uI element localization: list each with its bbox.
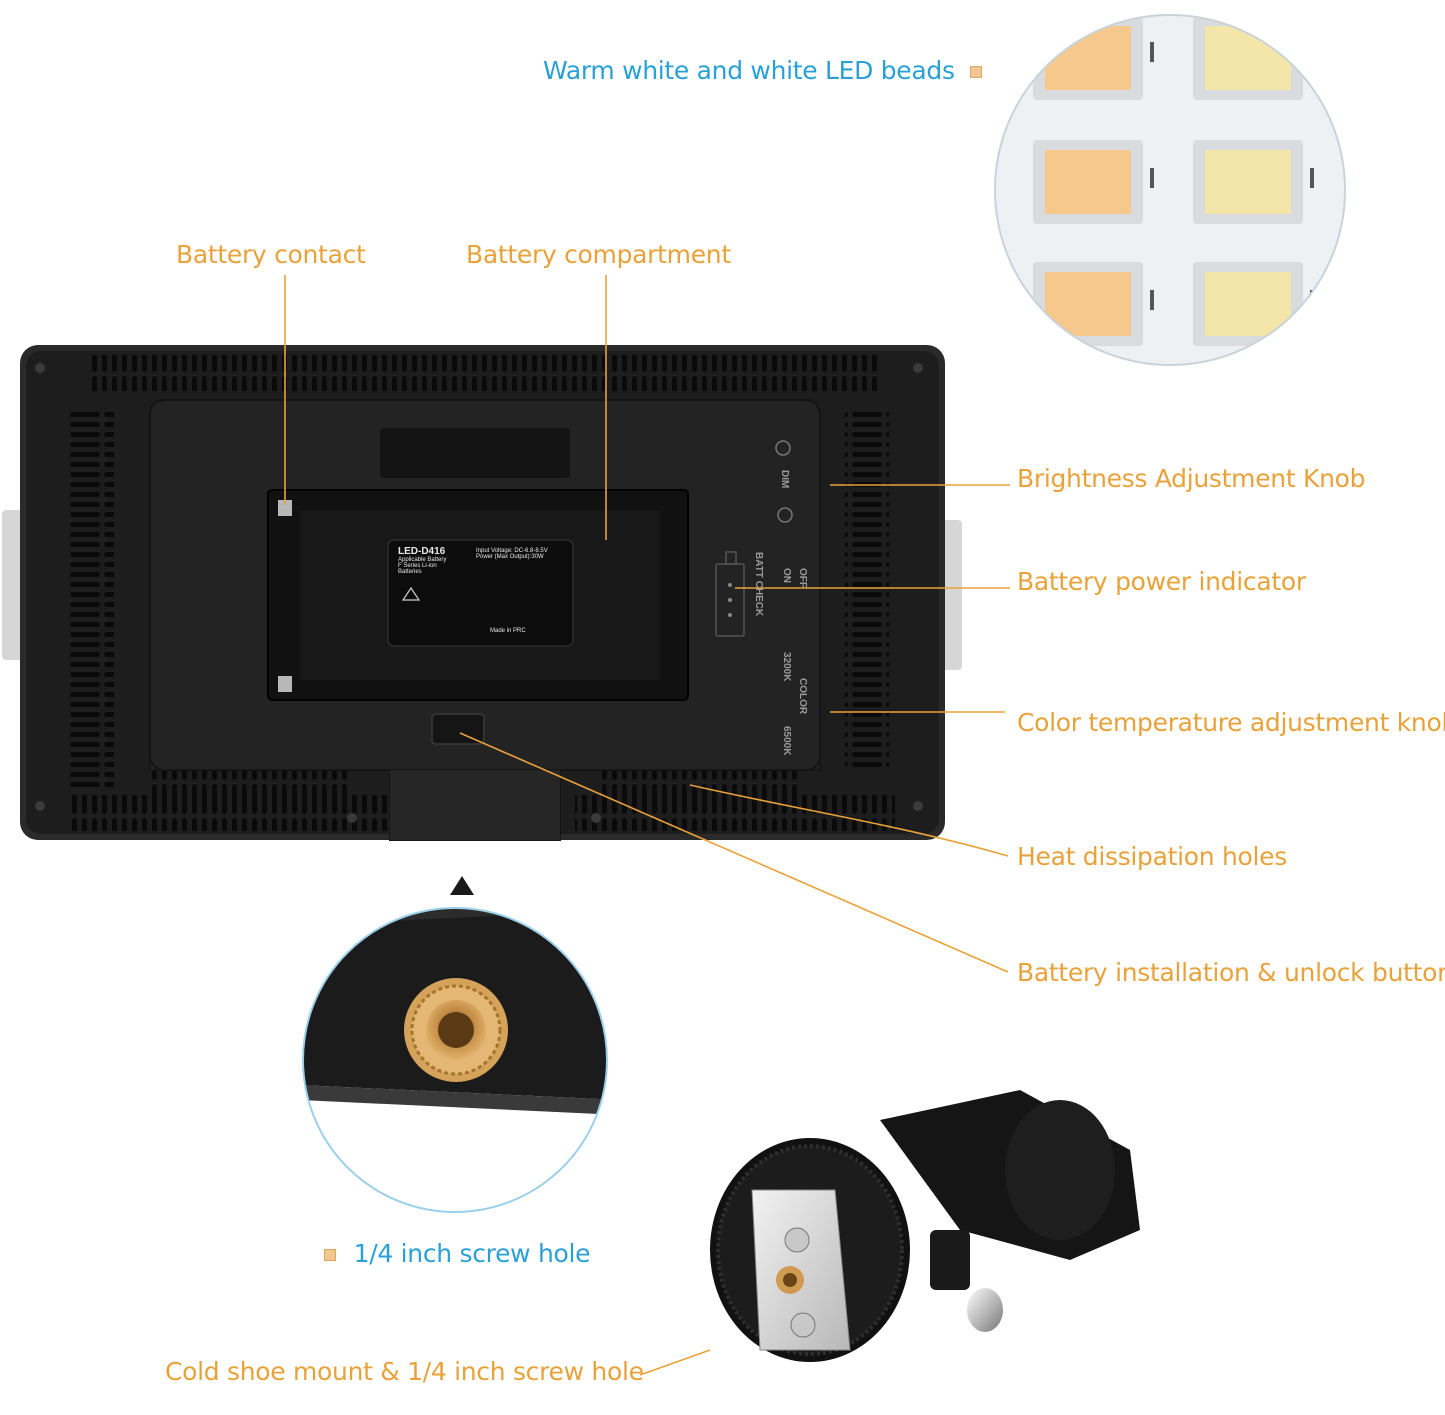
label-color-knob: Color temperature adjustment knob	[1017, 708, 1445, 737]
label-screw-hole-text: 1/4 inch screw hole	[353, 1239, 591, 1268]
sticker-made-in: Made in PRC	[490, 628, 526, 634]
label-led-beads-text: Warm white and white LED beads	[543, 56, 955, 85]
screw-hole-closeup	[302, 876, 608, 1213]
sticker-battery-line3: Batteries	[398, 569, 422, 575]
label-battery-compartment: Battery compartment	[466, 240, 731, 269]
label-cold-shoe: Cold shoe mount & 1/4 inch screw hole	[165, 1357, 644, 1386]
device-sticker: LED-D416 Applicable Battery F Series Li-…	[398, 546, 568, 634]
label-heat-holes: Heat dissipation holes	[1017, 842, 1287, 871]
panel-6500k: 6500K	[781, 726, 792, 756]
panel-3200k: 3200K	[781, 652, 792, 682]
panel-off: OFF	[797, 568, 808, 588]
cold-shoe-mount	[710, 1090, 1140, 1362]
panel-dim: DIM	[779, 470, 790, 489]
label-brightness-knob: Brightness Adjustment Knob	[1017, 464, 1366, 493]
sticker-power: Power (Max Output):30W	[476, 554, 544, 560]
sticker-model: LED-D416	[398, 546, 446, 557]
label-battery-indicator: Battery power indicator	[1017, 567, 1306, 596]
label-battery-contact: Battery contact	[176, 240, 366, 269]
leader-lines	[284, 275, 1010, 1376]
label-unlock-button: Battery installation & unlock button	[1017, 958, 1445, 987]
bullet-square-icon	[970, 66, 983, 78]
label-screw-hole: 1/4 inch screw hole	[324, 1239, 591, 1268]
led-beads-closeup	[994, 14, 1346, 366]
sticker-battery-line1: Applicable Battery	[398, 557, 447, 563]
label-led-beads: Warm white and white LED beads	[543, 56, 983, 85]
panel-batt-check: BATT CHECK	[753, 552, 764, 617]
sticker-input: Input Voltage: DC-6.8-8.5V	[476, 548, 548, 554]
led-panel-back	[2, 345, 962, 841]
panel-on: ON	[781, 568, 792, 583]
sticker-battery-line2: F Series Li-ion	[398, 563, 437, 569]
bullet-square-icon	[324, 1249, 336, 1261]
panel-color: COLOR	[797, 678, 808, 715]
